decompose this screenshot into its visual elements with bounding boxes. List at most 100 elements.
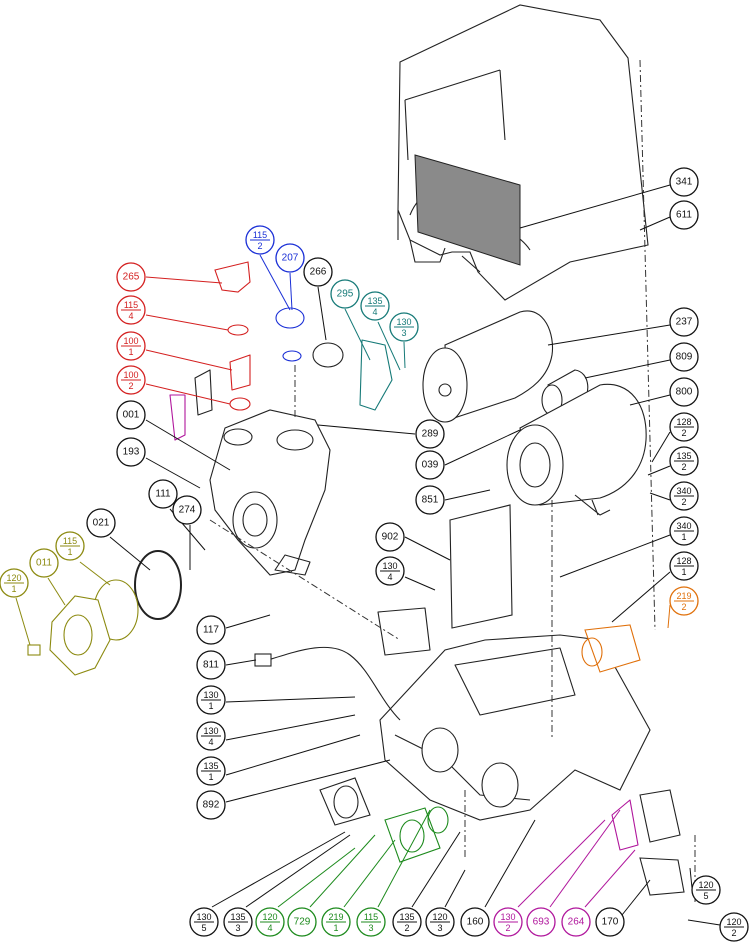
leader-line [317,286,327,341]
pump-casing [209,409,331,576]
part-number: 011 [36,558,52,569]
part-number: 295 [337,289,354,300]
callout-circle [116,400,146,430]
callout-c800: 800 [629,377,699,407]
callout-c851: 851 [415,485,491,515]
leader-line [649,492,671,501]
part-number: 120 [698,880,713,890]
callout-c693: 693 [526,809,621,937]
callout-circle [415,485,445,515]
diaphragm-and-cover [27,550,182,676]
leader-line [404,536,451,561]
leader-line [245,834,351,908]
callout-circle [561,907,591,937]
part-sub-number: 3 [368,923,373,933]
part-number: 115 [124,300,138,310]
callout-c295: 295 [330,279,371,361]
leader-line [687,919,721,926]
part-number: 120 [262,912,277,922]
part-number: 100 [123,336,138,346]
part-number: 135 [367,296,382,306]
callout-circle [669,200,699,230]
part-number: 809 [676,352,693,363]
part-number: 851 [422,495,439,506]
leader-line [584,849,636,908]
part-sub-number: 1 [681,567,686,577]
callout-c021: 021 [86,508,151,571]
cover-hood [397,4,649,301]
leader-line [15,597,31,646]
part-number: 729 [294,917,311,928]
leader-line [651,431,671,463]
part-number: 039 [422,460,439,471]
part-sub-number: 4 [372,307,377,317]
part-number: 265 [123,272,140,283]
leader-line [259,254,291,311]
part-sub-number: 1 [208,772,213,782]
callout-circle [669,307,699,337]
part-sub-number: 4 [208,737,213,747]
leader-line [377,809,431,908]
leader-line [145,383,231,405]
leader-line [225,734,361,776]
part-number: 170 [602,917,619,928]
base-plate [379,634,651,821]
leader-line [145,276,223,284]
callout-c207: 207 [275,243,305,311]
leader-line [225,714,356,741]
callout-circle [29,548,59,578]
part-sub-number: 2 [505,923,510,933]
callout-circle [287,907,317,937]
part-number: 130 [382,561,397,571]
leader-line [411,831,461,908]
leader-line [79,561,111,586]
callout-circle [196,615,226,645]
part-callouts: 3416112378098001282135234023401128121921… [0,167,749,942]
part-number: 219 [328,912,343,922]
callout-circle [415,450,445,480]
leader-line [145,419,231,471]
leader-line [584,359,671,379]
leader-line [225,696,356,703]
leader-line [403,341,406,369]
part-sub-number: 2 [257,241,262,251]
callout-c611: 611 [639,200,699,231]
callout-c809: 809 [584,342,699,379]
leader-line [343,839,396,908]
part-sub-number: 3 [401,328,406,338]
leader-line [145,314,229,331]
callout-c160: 160 [460,819,536,937]
leader-line [145,457,201,489]
callout-circle [196,790,226,820]
callout-c237: 237 [547,307,699,346]
part-number: 130 [500,912,515,922]
callout-c011: 011 [29,548,66,606]
leader-line [549,809,621,908]
part-sub-number: 3 [437,923,442,933]
part-number: 274 [179,505,196,516]
part-number: 193 [123,447,140,458]
part-sub-number: 3 [235,923,240,933]
part-number: 001 [123,410,140,421]
part-sub-number: 2 [681,602,686,612]
part-number: 693 [533,917,550,928]
leader-line [444,489,491,501]
leader-line [547,324,671,346]
center-axis-lines [209,59,696,905]
